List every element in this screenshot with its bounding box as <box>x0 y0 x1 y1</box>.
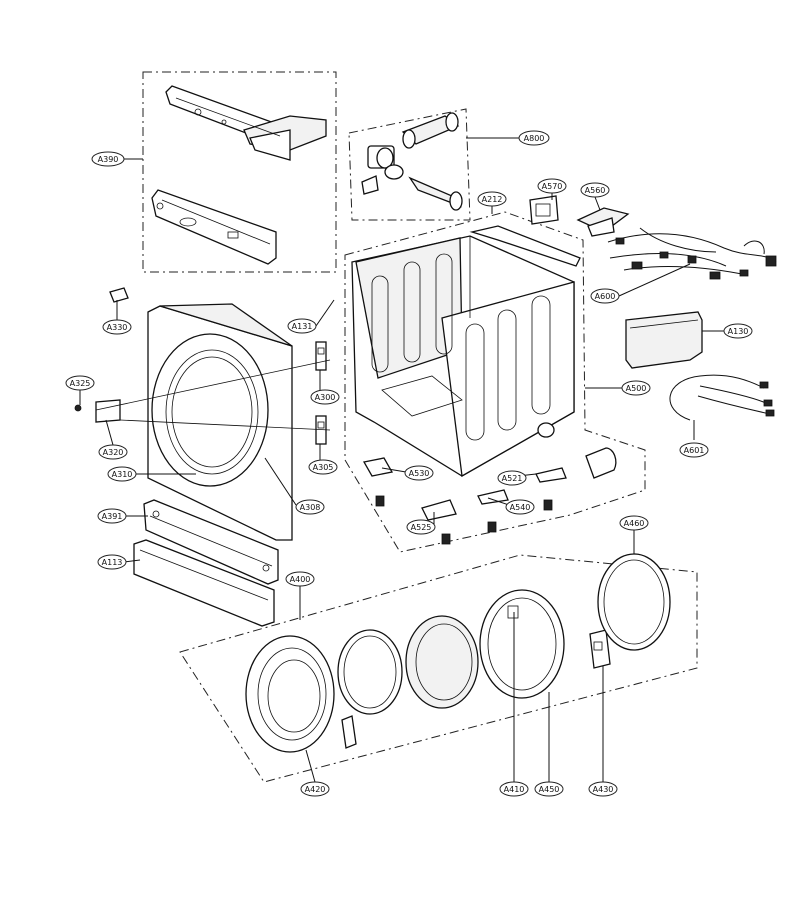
door-gasket-a460-part <box>597 553 671 651</box>
callout-a800: A800 <box>518 130 550 146</box>
callout-a540-text: A540 <box>510 503 531 512</box>
callout-a525-text: A525 <box>411 523 432 532</box>
callout-a305: A305 <box>308 459 338 475</box>
callout-a420: A420 <box>300 781 330 797</box>
group-boundary-a800 <box>348 108 471 221</box>
bracket-a320-part <box>95 359 331 431</box>
callout-a410-text: A410 <box>504 785 525 794</box>
callout-a560-text: A560 <box>585 186 606 195</box>
callout-a212-text: A212 <box>482 195 503 204</box>
callout-a560: A560 <box>580 182 610 198</box>
callout-a130: A130 <box>723 323 753 339</box>
callout-a521-text: A521 <box>502 474 523 483</box>
hinge-a300-part <box>315 341 327 371</box>
callout-a391-text: A391 <box>102 512 123 521</box>
group-boundary-a390 <box>142 71 337 273</box>
callout-a300: A300 <box>310 389 340 405</box>
callout-a130-text: A130 <box>728 327 749 336</box>
callout-a330-text: A330 <box>107 323 128 332</box>
callout-a400: A400 <box>285 571 315 587</box>
callout-a450-text: A450 <box>539 785 560 794</box>
callout-a390: A390 <box>91 151 125 167</box>
wire-harness-part <box>607 227 777 280</box>
duct-assembly-part <box>361 112 463 211</box>
callout-a390-text: A390 <box>98 155 119 164</box>
door-handle-part <box>341 715 357 749</box>
callout-a521: A521 <box>497 470 527 486</box>
callout-a330: A330 <box>102 319 132 335</box>
callout-a310-text: A310 <box>112 470 133 479</box>
callout-a601: A601 <box>679 442 709 458</box>
callout-a308: A308 <box>295 499 325 515</box>
bracket-lower-part <box>151 189 277 265</box>
callout-a430: A430 <box>588 781 618 797</box>
callout-a305-text: A305 <box>313 463 334 472</box>
callout-a525: A525 <box>406 519 436 535</box>
callout-a600: A600 <box>590 288 620 304</box>
callout-a300-text: A300 <box>315 393 336 402</box>
callout-a410: A410 <box>499 781 529 797</box>
door-ring-part <box>337 629 403 715</box>
door-latch-a430-part <box>589 629 611 669</box>
screw-a325-part <box>74 404 82 412</box>
callout-a320: A320 <box>98 444 128 460</box>
leader-lines <box>79 137 724 783</box>
callout-a570: A570 <box>537 178 567 194</box>
door-outer-a420-part <box>245 635 335 753</box>
callout-a500-text: A500 <box>626 384 647 393</box>
callout-a460: A460 <box>619 515 649 531</box>
bracket-a560-part <box>576 207 630 237</box>
door-glass-part <box>405 615 479 709</box>
callout-a450: A450 <box>534 781 564 797</box>
callout-a113-text: A113 <box>102 558 123 567</box>
callout-a325: A325 <box>65 375 95 391</box>
callout-a325-text: A325 <box>70 379 91 388</box>
callout-a570-text: A570 <box>542 182 563 191</box>
callout-a310: A310 <box>107 466 137 482</box>
cabinet-feet-part <box>362 447 617 545</box>
callout-a530: A530 <box>404 465 434 481</box>
callout-a113: A113 <box>97 554 127 570</box>
front-panel-a310-part <box>147 303 293 541</box>
callout-a540: A540 <box>505 499 535 515</box>
callout-a430-text: A430 <box>593 785 614 794</box>
rail-a391-part <box>143 499 279 585</box>
callout-a131: A131 <box>287 318 317 334</box>
callout-a800-text: A800 <box>524 134 545 143</box>
bracket-upper-part <box>165 85 327 161</box>
cabinet-part <box>351 225 581 478</box>
callout-a460-text: A460 <box>624 519 645 528</box>
callout-a212: A212 <box>477 191 507 207</box>
callout-a391: A391 <box>97 508 127 524</box>
group-boundary-a500 <box>344 211 646 553</box>
callout-a600-text: A600 <box>595 292 616 301</box>
callout-a400-text: A400 <box>290 575 311 584</box>
callout-a530-text: A530 <box>409 469 430 478</box>
callout-a500: A500 <box>621 380 651 396</box>
door-inner-a450-part <box>479 589 565 699</box>
filter-cover-a130-part <box>625 311 703 369</box>
callout-a308-text: A308 <box>300 503 321 512</box>
control-bracket-a330-part <box>109 287 129 303</box>
callout-a420-text: A420 <box>305 785 326 794</box>
callout-a320-text: A320 <box>103 448 124 457</box>
callout-a601-text: A601 <box>684 446 705 455</box>
cord-a601-part <box>669 374 775 421</box>
kickplate-a113-part <box>133 539 275 627</box>
callout-a131-text: A131 <box>292 322 313 331</box>
bracket-a570-part <box>529 195 559 225</box>
